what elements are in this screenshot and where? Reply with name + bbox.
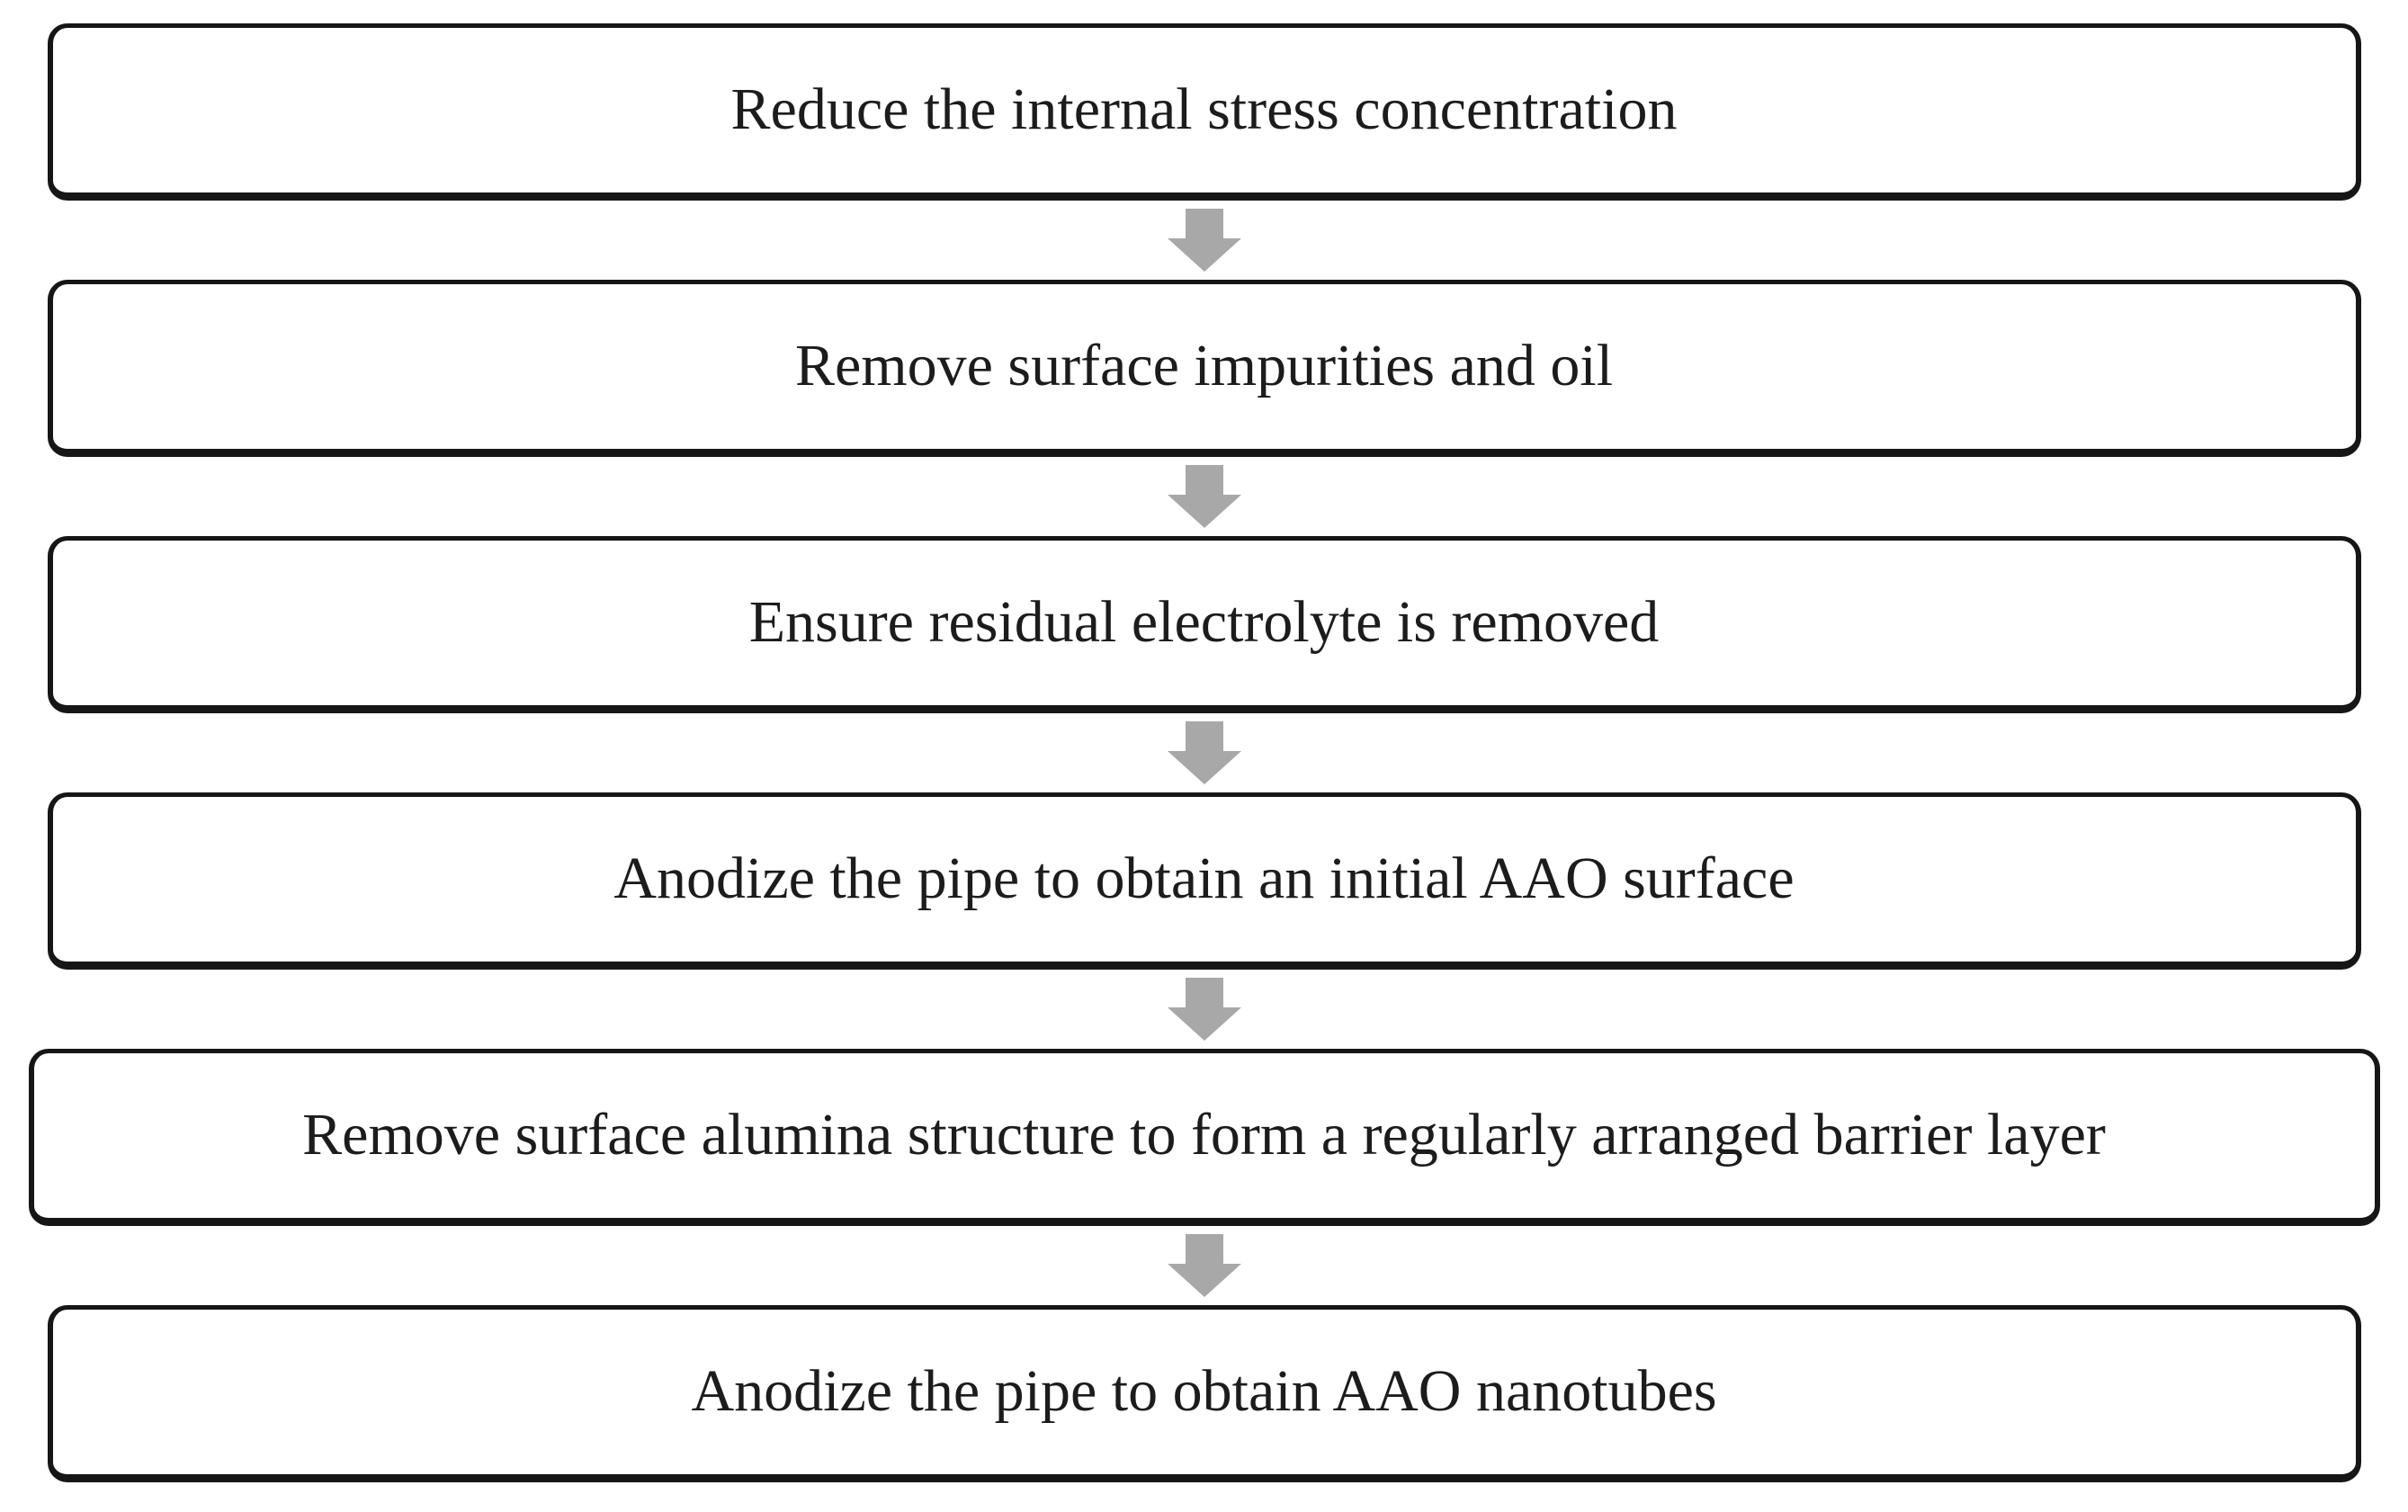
down-arrow-icon — [1167, 721, 1241, 784]
flow-step-label-1: Reduce the internal stress concentration — [730, 76, 1678, 143]
flow-step-label-6: Anodize the pipe to obtain AAO nanotubes — [691, 1358, 1717, 1425]
down-arrow-icon — [1167, 1234, 1241, 1297]
flow-step-label-5: Remove surface alumina structure to form… — [302, 1102, 2106, 1168]
flow-step-box-6: Anodize the pipe to obtain AAO nanotubes — [47, 1305, 2361, 1482]
connector-gap-2 — [1167, 457, 1241, 536]
flow-step-box-5: Remove surface alumina structure to form… — [28, 1049, 2380, 1226]
flow-step-label-3: Ensure residual electrolyte is removed — [748, 589, 1660, 656]
connector-gap-1 — [1167, 201, 1241, 280]
connector-gap-5 — [1167, 1226, 1241, 1305]
flow-step-box-4: Anodize the pipe to obtain an initial AA… — [47, 792, 2361, 970]
down-arrow-icon — [1167, 465, 1241, 528]
flow-step-box-2: Remove surface impurities and oil — [47, 280, 2361, 457]
connector-gap-3 — [1167, 713, 1241, 792]
flow-step-box-3: Ensure residual electrolyte is removed — [47, 536, 2361, 713]
connector-gap-4 — [1167, 970, 1241, 1049]
flow-step-box-1: Reduce the internal stress concentration — [47, 23, 2361, 201]
flow-step-label-2: Remove surface impurities and oil — [794, 333, 1614, 399]
flow-step-label-4: Anodize the pipe to obtain an initial AA… — [613, 845, 1795, 912]
down-arrow-icon — [1167, 209, 1241, 272]
down-arrow-icon — [1167, 978, 1241, 1041]
